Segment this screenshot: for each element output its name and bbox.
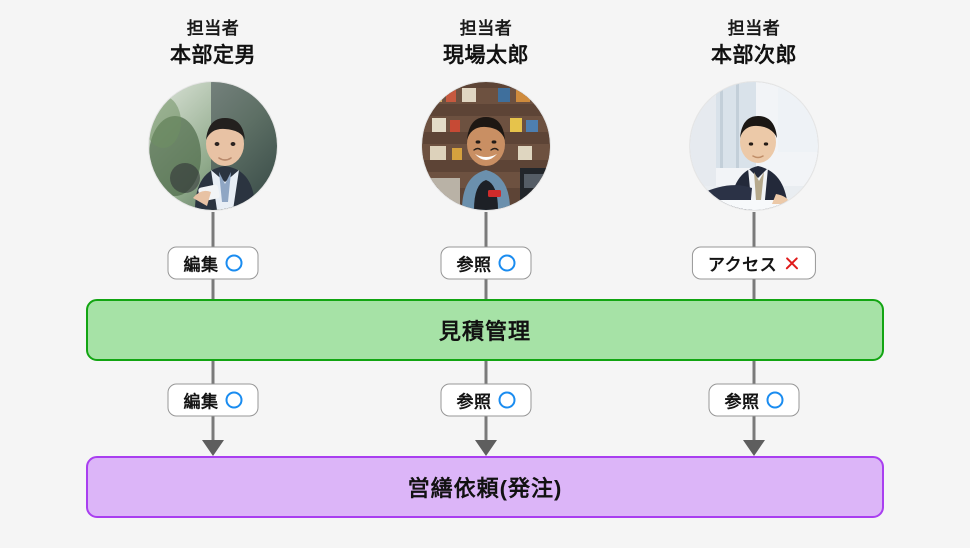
permission-badge-label: 参照 <box>456 255 492 275</box>
permission-badge-label: 編集 <box>183 255 219 275</box>
system-bar-estimate-management[interactable]: 見積管理 <box>86 299 884 361</box>
circle-ok-icon <box>225 254 243 272</box>
circle-ok-icon <box>498 391 516 409</box>
avatar-honbu-jiro <box>690 82 818 211</box>
permission-badge-col2-top[interactable]: 参照 <box>440 246 532 280</box>
permission-badge-label: 参照 <box>456 392 492 412</box>
person-column-2: 担当者 現場太郎 <box>371 18 601 211</box>
circle-ok-icon <box>766 391 784 409</box>
permission-badge-label: 参照 <box>724 392 760 412</box>
arrowhead-col1 <box>202 440 224 456</box>
cross-ng-icon <box>784 255 800 271</box>
permission-badge-col3-top[interactable]: アクセス <box>691 246 817 280</box>
system-bar-label: 営繕依頼(発注) <box>407 476 563 501</box>
person-name-1: 本部定男 <box>170 43 256 67</box>
permission-badge-label: アクセス <box>707 255 778 275</box>
permission-badge-col3-bottom[interactable]: 参照 <box>708 383 800 417</box>
person-column-1: 担当者 本部定男 <box>98 18 328 211</box>
person-role-label-1: 担当者 <box>186 19 240 38</box>
avatar-honbu-sadao <box>149 82 277 211</box>
avatar-genba-taro <box>422 82 550 211</box>
person-role-label-3: 担当者 <box>727 19 781 38</box>
person-name-2: 現場太郎 <box>443 43 529 67</box>
person-role-label-2: 担当者 <box>459 19 513 38</box>
circle-ok-icon <box>498 254 516 272</box>
person-name-3: 本部次郎 <box>711 43 797 67</box>
permission-badge-col1-top[interactable]: 編集 <box>167 246 259 280</box>
arrowhead-col2 <box>475 440 497 456</box>
person-column-3: 担当者 本部次郎 <box>639 18 869 211</box>
permission-badge-col2-bottom[interactable]: 参照 <box>440 383 532 417</box>
system-bar-label: 見積管理 <box>438 319 531 344</box>
system-bar-maintenance-request[interactable]: 営繕依頼(発注) <box>86 456 884 518</box>
arrowhead-col3 <box>743 440 765 456</box>
circle-ok-icon <box>225 391 243 409</box>
permission-badge-col1-bottom[interactable]: 編集 <box>167 383 259 417</box>
permission-badge-label: 編集 <box>183 392 219 412</box>
